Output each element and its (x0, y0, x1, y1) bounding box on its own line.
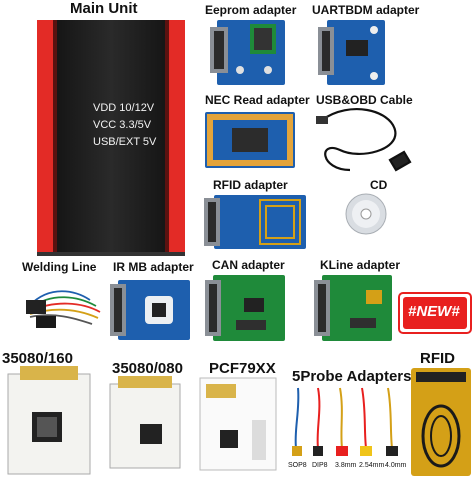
welding-line-image (26, 290, 101, 328)
main-unit-specs: VDD 10/12V VCC 3.3/5V USB/EXT 5V (93, 100, 156, 151)
label-welding-line: Welding Line (22, 260, 97, 274)
label-usb-obd-cable: USB&OBD Cable (316, 93, 413, 107)
rfid-adapter-image (204, 195, 306, 249)
label-35080-080: 35080/080 (112, 360, 183, 377)
label-eeprom-adapter: Eeprom adapter (205, 3, 297, 17)
probe-tag-2-54mm: 2.54mm (359, 462, 385, 469)
ir-mb-adapter-image (110, 280, 190, 340)
label-rfid-adapter: RFID adapter (213, 178, 288, 192)
probe-tag-sop8: SOP8 (288, 462, 307, 469)
label-kline-adapter: KLine adapter (320, 258, 401, 272)
adapter-35080-080-image (109, 376, 181, 469)
probe-tag-4-0mm: 4.0mm (385, 462, 407, 469)
cd-image (345, 193, 387, 235)
rfid-gold-adapter-image (411, 368, 471, 476)
main-unit-title: Main Unit (70, 0, 138, 17)
uartbdm-adapter-image (318, 20, 385, 85)
label-uartbdm-adapter: UARTBDM adapter (312, 3, 420, 17)
label-35080-160: 35080/160 (2, 350, 73, 367)
spec-vdd: VDD 10/12V (93, 102, 155, 114)
spec-vcc: VCC 3.3/5V (93, 119, 152, 131)
new-badge (398, 292, 472, 334)
label-nec-read-adapter: NEC Read adapter (205, 93, 310, 107)
probe-adapters-image (292, 387, 398, 456)
nec-adapter-image (205, 112, 295, 168)
new-badge-text: #NEW# (408, 303, 460, 320)
label-rfid: RFID (420, 350, 455, 367)
probe-tag-dip8: DIP8 (312, 462, 328, 469)
spec-usb: USB/EXT 5V (93, 136, 157, 148)
label-cd: CD (370, 178, 388, 192)
pcf79xx-adapter-image (199, 377, 277, 471)
label-5probe-adapters: 5Probe Adapters (292, 368, 412, 385)
label-ir-mb-adapter: IR MB adapter (113, 260, 194, 274)
main-unit-box (37, 20, 185, 256)
probe-tag-3-8mm: 3.8mm (335, 462, 357, 469)
usb-obd-cable-image (316, 108, 412, 172)
adapter-35080-160-image (7, 366, 91, 475)
label-pcf79xx: PCF79XX (209, 360, 276, 377)
can-adapter-image (205, 275, 285, 341)
kline-adapter-image (314, 275, 392, 341)
label-can-adapter: CAN adapter (212, 258, 285, 272)
eeprom-adapter-image (210, 20, 285, 85)
